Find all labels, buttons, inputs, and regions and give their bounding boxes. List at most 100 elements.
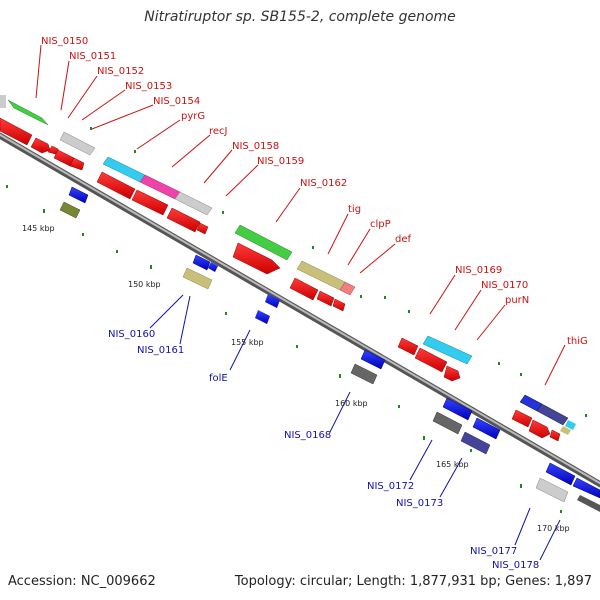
- gene-label[interactable]: NIS_0170: [481, 280, 528, 291]
- scale-label: 155 kbp: [231, 338, 264, 347]
- gene-label[interactable]: thiG: [567, 336, 588, 347]
- leader-line: [35, 44, 42, 99]
- tick: [339, 374, 341, 378]
- gene-block[interactable]: [7, 99, 49, 126]
- gene-label[interactable]: NIS_0160: [108, 329, 155, 340]
- gene-arrow[interactable]: [166, 207, 201, 233]
- gene-block[interactable]: [350, 363, 378, 385]
- gene-label[interactable]: recJ: [209, 126, 228, 137]
- gene-arrow[interactable]: [332, 298, 346, 312]
- gene-arrow[interactable]: [549, 429, 561, 442]
- gene-label[interactable]: NIS_0158: [232, 141, 279, 152]
- gene-arrow[interactable]: [208, 262, 218, 272]
- gene-arrow[interactable]: [196, 222, 209, 235]
- gene-label[interactable]: NIS_0153: [125, 81, 172, 92]
- reverse-genes: [59, 186, 600, 512]
- gene-block[interactable]: [460, 431, 491, 455]
- tick: [520, 484, 522, 488]
- gene-label[interactable]: NIS_0162: [300, 178, 347, 189]
- tick: [585, 414, 587, 417]
- gene-block[interactable]: [59, 131, 96, 156]
- gene-block[interactable]: [577, 495, 600, 512]
- gene-arrow[interactable]: [255, 310, 270, 324]
- gene-arrow[interactable]: [443, 365, 461, 382]
- gene-arrow[interactable]: [68, 186, 89, 204]
- gene-label[interactable]: NIS_0168: [284, 430, 331, 441]
- leader-line: [179, 295, 191, 345]
- gene-block[interactable]: [234, 224, 293, 261]
- gene-label[interactable]: NIS_0152: [97, 66, 144, 77]
- leader-line: [67, 75, 98, 119]
- forward-arrows: [0, 117, 561, 442]
- gene-arrow[interactable]: [442, 397, 473, 421]
- topology-text: Topology: circular; Length: 1,877,931 bp…: [234, 574, 592, 589]
- gene-label[interactable]: folE: [209, 373, 228, 384]
- gene-arrow[interactable]: [69, 157, 85, 171]
- gene-block[interactable]: [560, 426, 571, 435]
- gene-block[interactable]: [59, 201, 81, 219]
- gene-arrow[interactable]: [30, 137, 51, 154]
- forward-genes: [0, 95, 576, 435]
- gene-arrow[interactable]: [0, 117, 33, 146]
- gene-label[interactable]: NIS_0151: [69, 51, 116, 62]
- tick: [150, 265, 152, 269]
- scale-label: 165 kbp: [436, 460, 469, 469]
- gene-label[interactable]: pyrG: [181, 111, 205, 122]
- gene-label[interactable]: def: [395, 234, 412, 245]
- gene-label[interactable]: NIS_0173: [396, 498, 443, 509]
- gene-label[interactable]: NIS_0159: [257, 156, 304, 167]
- gene-label[interactable]: NIS_0178: [492, 560, 539, 571]
- gene-label[interactable]: clpP: [370, 219, 391, 230]
- tick: [43, 209, 45, 213]
- gene-arrow[interactable]: [131, 189, 169, 216]
- gene-arrow[interactable]: [316, 290, 335, 307]
- gene-arrow[interactable]: [360, 349, 386, 370]
- gene-arrow[interactable]: [572, 477, 600, 499]
- leader-line: [327, 213, 349, 255]
- gene-arrow[interactable]: [265, 294, 280, 308]
- gene-label[interactable]: NIS_0177: [470, 546, 517, 557]
- tick: [296, 345, 298, 348]
- gene-arrow[interactable]: [289, 277, 319, 301]
- tick: [360, 295, 362, 298]
- gene-arrow[interactable]: [397, 337, 419, 356]
- gene-block[interactable]: [339, 281, 356, 296]
- accession-text: Accession: NC_009662: [8, 574, 156, 589]
- gene-arrow[interactable]: [528, 419, 551, 439]
- reverse-leaders: [149, 294, 561, 561]
- tick: [225, 312, 227, 315]
- scale-label: 170 kbp: [537, 524, 570, 533]
- leader-line: [136, 119, 181, 150]
- leader-line: [409, 439, 433, 481]
- leader-line: [329, 391, 351, 433]
- gene-block[interactable]: [174, 191, 213, 216]
- leader-line: [91, 104, 154, 130]
- gene-label[interactable]: tig: [348, 204, 361, 215]
- gene-label[interactable]: NIS_0154: [153, 96, 200, 107]
- gene-label[interactable]: NIS_0161: [137, 345, 184, 356]
- gene-arrow[interactable]: [545, 462, 576, 486]
- tick: [423, 436, 425, 440]
- gene-label[interactable]: NIS_0169: [455, 265, 502, 276]
- gene-arrow[interactable]: [96, 171, 136, 200]
- gene-block[interactable]: [565, 420, 576, 430]
- gene-arrow[interactable]: [232, 242, 281, 275]
- tick: [398, 405, 400, 408]
- gene-arrow[interactable]: [192, 254, 211, 271]
- gene-arrow[interactable]: [414, 347, 448, 373]
- tick: [6, 185, 8, 188]
- gene-block[interactable]: [182, 267, 213, 290]
- leader-line: [60, 60, 70, 111]
- gene-block[interactable]: [0, 95, 6, 108]
- gene-label[interactable]: NIS_0150: [41, 36, 88, 47]
- reverse-labels: NIS_0160 NIS_0161 folE NIS_0168 NIS_0172…: [108, 329, 539, 571]
- gene-label[interactable]: NIS_0172: [367, 481, 414, 492]
- map-title: Nitratiruptor sp. SB155-2, complete geno…: [144, 9, 456, 25]
- gene-label[interactable]: purN: [505, 295, 529, 306]
- gene-block[interactable]: [422, 335, 473, 365]
- gene-block[interactable]: [432, 411, 463, 435]
- gene-block[interactable]: [535, 477, 569, 503]
- gene-arrow[interactable]: [511, 409, 533, 428]
- gene-arrow[interactable]: [472, 417, 501, 440]
- gene-block[interactable]: [536, 403, 569, 426]
